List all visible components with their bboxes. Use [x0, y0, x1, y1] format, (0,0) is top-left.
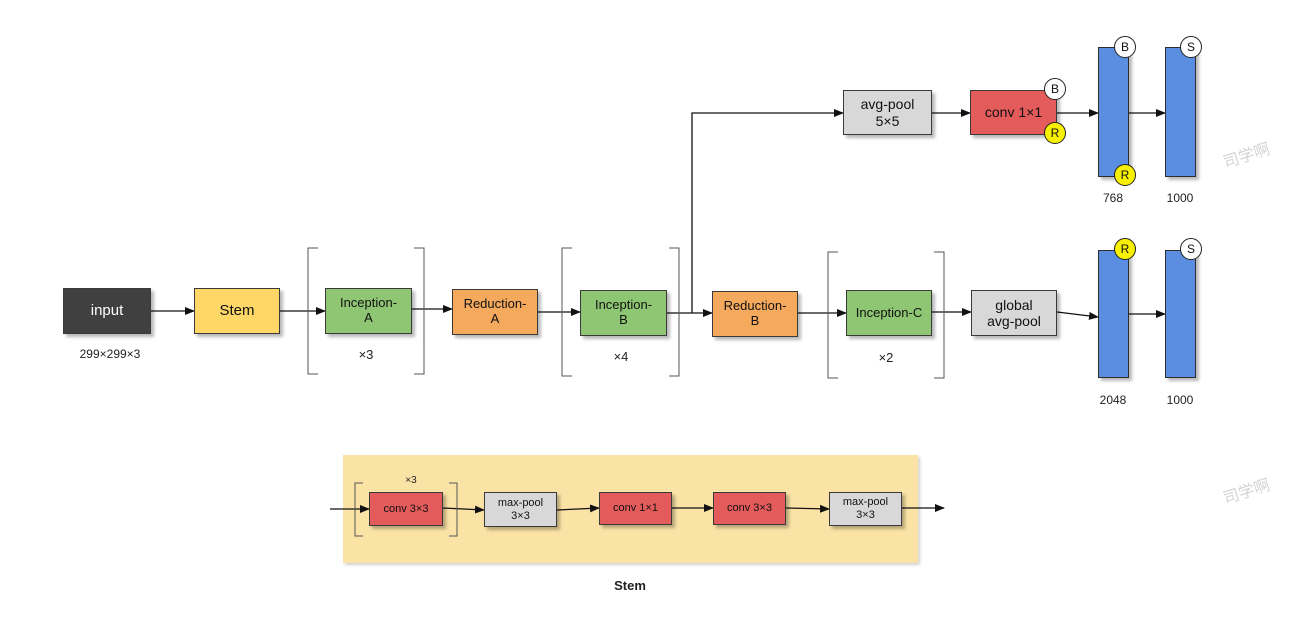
reduction-b-box: Reduction- B — [712, 291, 798, 337]
bracket-stem-left — [354, 482, 363, 537]
aux-avg-pool-box: avg-pool 5×5 — [843, 90, 932, 135]
marker-b-aux: B — [1114, 36, 1136, 58]
stem-maxpool-1-box: max-pool 3×3 — [484, 492, 557, 527]
arrow-branch-aux — [691, 109, 844, 313]
arrow-stem-maxpool-conv — [556, 504, 600, 513]
fc-1000-aux-bar — [1165, 47, 1196, 177]
marker-b-conv: B — [1044, 78, 1066, 100]
inception-b-box: Inception- B — [580, 290, 667, 336]
input-box: input — [63, 288, 151, 334]
arrow-stem-conv-maxpool — [442, 505, 485, 514]
stem-repeat-label: ×3 — [405, 475, 417, 486]
bracket-stem-right — [449, 482, 458, 537]
marker-s-main: S — [1180, 238, 1202, 260]
marker-r-main: R — [1114, 238, 1136, 260]
marker-r-conv: R — [1044, 122, 1066, 144]
reduction-a-box: Reduction- A — [452, 289, 538, 335]
bracket-c-right — [934, 251, 945, 379]
fc-1000-main-label: 1000 — [1166, 393, 1194, 407]
fc-1000-main-bar — [1165, 250, 1196, 378]
inception-b-repeat-label: ×4 — [613, 349, 629, 364]
stem-conv-1x1-box: conv 1×1 — [599, 492, 672, 525]
fc-2048-bar — [1098, 250, 1129, 378]
inception-a-box: Inception- A — [325, 288, 412, 334]
marker-r-aux: R — [1114, 164, 1136, 186]
fc-768-bar — [1098, 47, 1129, 177]
aux-conv-box: conv 1×1 — [970, 90, 1057, 135]
bracket-b-right — [669, 247, 680, 377]
arrow-stem-conv-maxpool2 — [785, 504, 830, 513]
bracket-c-left — [827, 251, 838, 379]
bracket-a-right — [414, 247, 425, 375]
bracket-b-left — [561, 247, 572, 377]
marker-s-aux: S — [1180, 36, 1202, 58]
inception-c-box: Inception-C — [846, 290, 932, 336]
bracket-a-left — [307, 247, 318, 375]
fc-1000-aux-label: 1000 — [1166, 191, 1194, 205]
stem-conv-3x3-box: conv 3×3 — [369, 492, 443, 526]
fc-2048-label: 2048 — [1099, 393, 1127, 407]
stem-detail-title: Stem — [614, 578, 646, 593]
inception-a-repeat-label: ×3 — [358, 347, 374, 362]
stem-box: Stem — [194, 288, 280, 334]
arrow-global-pool-fc — [1056, 311, 1099, 320]
stem-maxpool-2-box: max-pool 3×3 — [829, 492, 902, 526]
fc-768-label: 768 — [1102, 191, 1124, 205]
input-dimension-label: 299×299×3 — [79, 347, 141, 361]
stem-conv-3x3-2-box: conv 3×3 — [713, 492, 786, 525]
inception-c-repeat-label: ×2 — [878, 350, 894, 365]
global-avg-pool-box: global avg-pool — [971, 290, 1057, 336]
